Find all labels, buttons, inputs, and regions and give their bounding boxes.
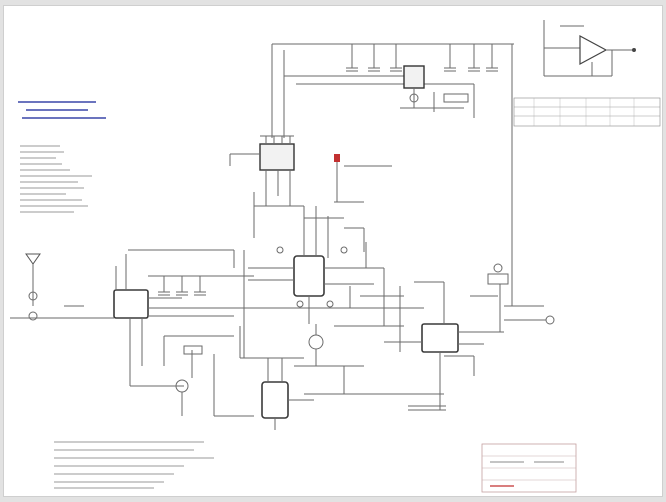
right-output-stage: [470, 263, 555, 332]
bottom-left-stage: [175, 345, 254, 417]
left-capacitors: [158, 276, 206, 296]
left-ic: [113, 249, 424, 387]
central-ic: [248, 206, 384, 324]
misc-wiring: [163, 192, 475, 376]
left-input-section: [10, 253, 114, 321]
top-regulator: [400, 65, 469, 112]
upper-ic: [229, 135, 304, 207]
right-ic: [383, 268, 504, 411]
bottom-center-ic: [239, 326, 314, 430]
center-lower-transistor: [294, 324, 444, 395]
bottom-notes: [54, 441, 214, 489]
component-table: [513, 97, 661, 127]
title-block: [481, 443, 577, 493]
schematic-drawing: [10, 20, 661, 493]
schematic-sheet: [4, 6, 662, 496]
left-notes: [18, 101, 106, 213]
top-right-opamp: [543, 20, 636, 77]
highlight-component: [334, 154, 392, 202]
top-power-bus: [271, 43, 514, 264]
